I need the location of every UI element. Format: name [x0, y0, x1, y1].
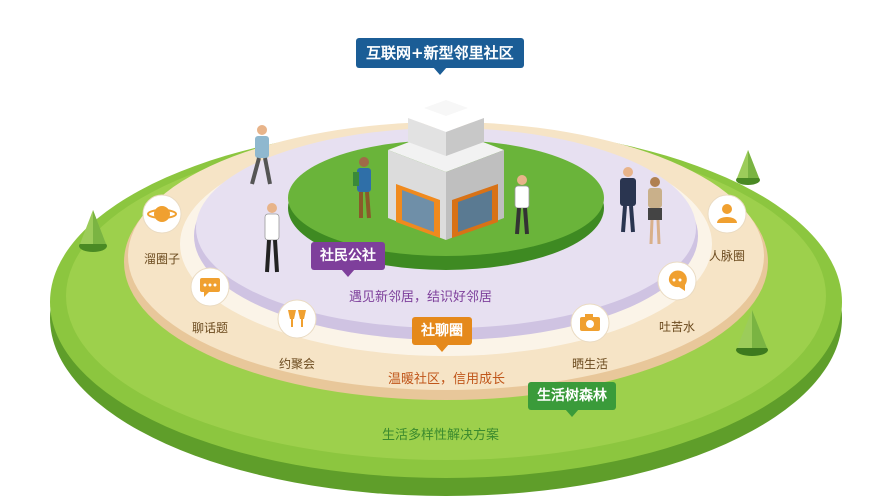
pin-label: 聊话题: [191, 321, 229, 335]
pin-tukushui[interactable]: [657, 261, 697, 301]
pin-shaishenghuo[interactable]: [570, 303, 610, 343]
community-building: [388, 100, 504, 240]
inner-ring-tag: 社民公社: [311, 242, 385, 277]
pin-label: 吐苦水: [658, 320, 696, 334]
tree-icon: [79, 210, 107, 252]
person-walking: [250, 125, 272, 185]
person-phone: [264, 203, 280, 273]
pin-yuejuhui[interactable]: [277, 299, 317, 339]
chat-bubble-icon: [190, 267, 230, 307]
middle-ring-tag: 社聊圈: [412, 317, 472, 352]
pin-renmaiquan[interactable]: [707, 194, 747, 234]
outer-ring-tag: 生活树森林: [528, 382, 616, 417]
person-woman: [648, 177, 662, 245]
outer-ring-caption: 生活多样性解决方案: [382, 428, 500, 443]
inner-ring-caption: 遇见新邻居，结识好邻居: [349, 290, 493, 305]
pin-label: 约聚会: [278, 357, 316, 371]
pin-label: 人脉圈: [708, 249, 746, 263]
person-backpack: [353, 157, 371, 219]
pin-label: 溜圈子: [143, 252, 181, 266]
person-standing: [514, 175, 530, 235]
pin-label: 晒生活: [571, 357, 609, 371]
speech-face-icon: [657, 261, 697, 301]
camera-icon: [570, 303, 610, 343]
wine-glasses-icon: [277, 299, 317, 339]
people-icon: [707, 194, 747, 234]
planet-icon: [142, 194, 182, 234]
person-suit: [620, 167, 636, 233]
middle-ring-caption: 温暖社区，信用成长: [388, 372, 506, 387]
tree-icon: [736, 310, 768, 356]
pin-liaohuati[interactable]: [190, 267, 230, 307]
pin-liuquanzi[interactable]: [142, 194, 182, 234]
title-tag: 互联网+新型邻里社区: [356, 38, 524, 75]
tree-icon: [736, 150, 760, 185]
